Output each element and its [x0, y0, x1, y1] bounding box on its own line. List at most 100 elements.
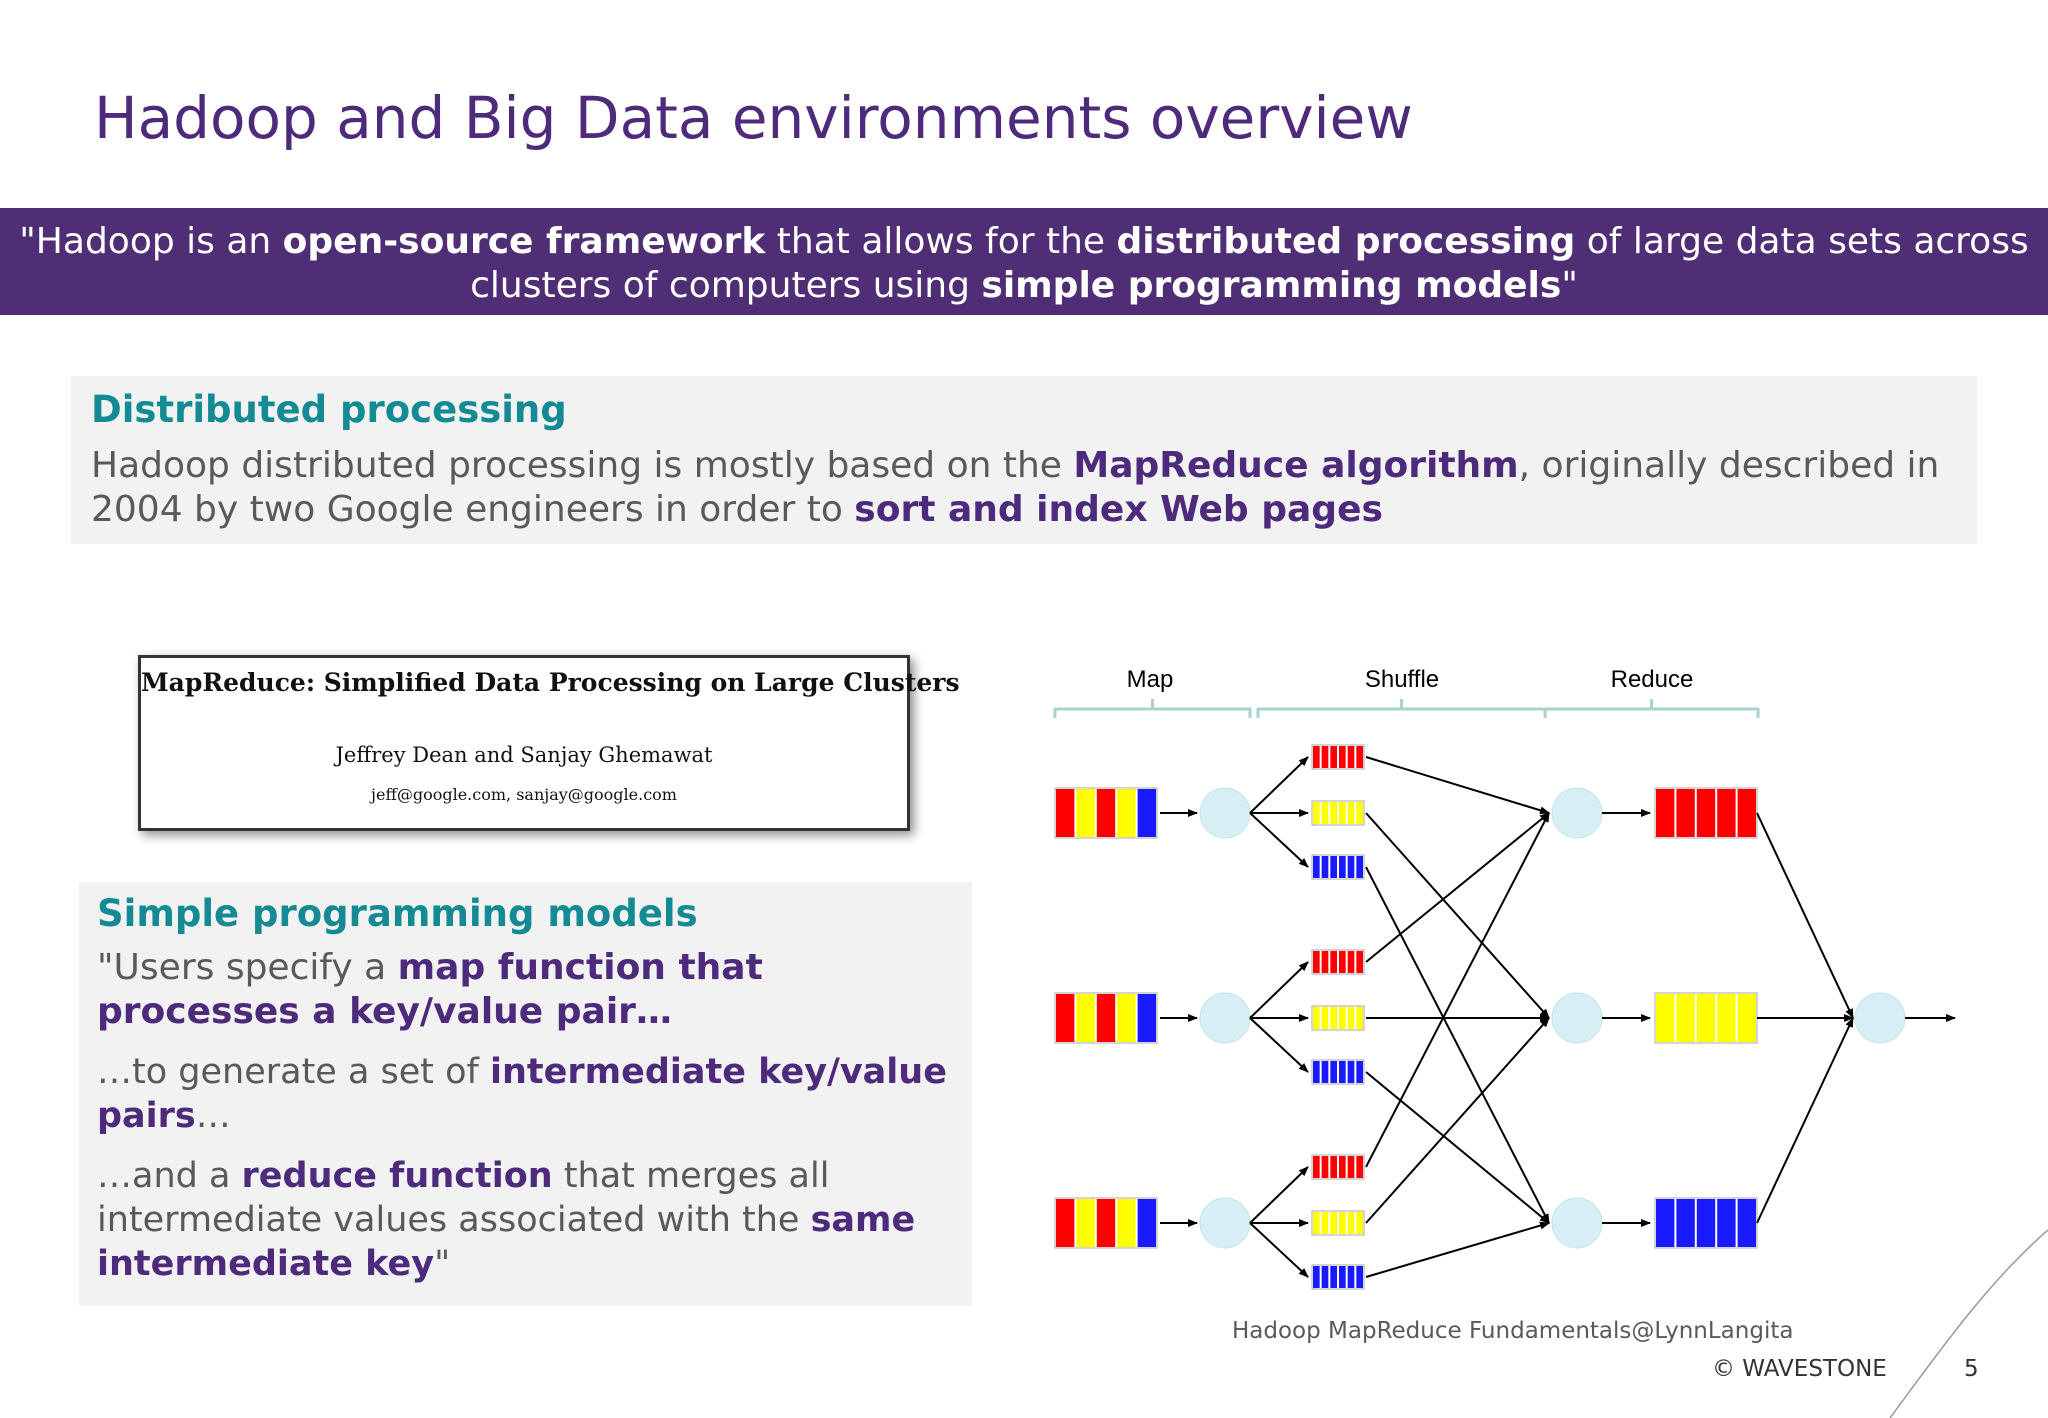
queue-cell — [1717, 1199, 1736, 1247]
queue-cell — [1356, 746, 1363, 768]
arrow — [1365, 812, 1550, 963]
queue-cell — [1330, 1007, 1337, 1029]
highlight-span: MapReduce algorithm — [1073, 445, 1519, 486]
queue-cell — [1330, 802, 1337, 824]
paper-authors: Jeffrey Dean and Sanjay Ghemawat — [335, 743, 713, 767]
stage-bracket — [1256, 699, 1547, 718]
highlight-span: sort and index Web pages — [854, 489, 1383, 530]
image-credit: Hadoop MapReduce Fundamentals@LynnLangit… — [1232, 1318, 1794, 1344]
arrow — [1365, 866, 1550, 1224]
queue-block — [1311, 854, 1365, 880]
diagram-content — [1053, 699, 1956, 1290]
paper-title: MapReduce: Simplified Data Processing on… — [141, 668, 960, 697]
queue-cell — [1347, 802, 1355, 824]
queue-block — [1311, 1264, 1365, 1290]
page-title: Hadoop and Big Data environments overvie… — [94, 84, 1413, 152]
queue-cell — [1356, 1061, 1363, 1083]
text-span: " — [434, 1244, 451, 1284]
queue-cell — [1117, 994, 1136, 1042]
reduce-node — [1551, 992, 1603, 1044]
queue-cell — [1056, 789, 1075, 837]
text-span: …to generate a set of — [97, 1052, 490, 1092]
queue-cell — [1656, 994, 1675, 1042]
text-span: "Users specify a — [97, 947, 398, 988]
queue-cell — [1339, 802, 1346, 824]
banner-text: " — [1561, 265, 1578, 306]
queue-cell — [1676, 789, 1695, 837]
copyright: © WAVESTONE — [1712, 1356, 1887, 1382]
queue-cell — [1356, 856, 1363, 878]
queue-cell — [1347, 1007, 1355, 1029]
queue-cell — [1656, 789, 1675, 837]
queue-cell — [1339, 951, 1346, 973]
highlight-span: map function that processes a key/value … — [97, 947, 763, 1032]
queue-cell — [1313, 802, 1320, 824]
mapreduce-diagram: Map Shuffle Reduce — [1053, 666, 1956, 1290]
arrow — [1365, 812, 1550, 1019]
text-span: Hadoop distributed processing is mostly … — [91, 445, 1074, 486]
queue-cell — [1313, 951, 1320, 973]
queue-cell — [1696, 1199, 1716, 1247]
highlight-span: intermediate key/value pairs — [97, 1052, 947, 1136]
queue-cell — [1321, 951, 1329, 973]
queue-cell — [1137, 994, 1156, 1042]
quote-line-1: "Users specify a map function that proce… — [97, 946, 954, 1034]
arrow — [1365, 812, 1550, 1168]
queue-cell — [1347, 746, 1355, 768]
queue-cell — [1076, 1199, 1095, 1247]
queue-cell — [1356, 802, 1363, 824]
queue-cell — [1330, 1061, 1337, 1083]
queue-cell — [1330, 856, 1337, 878]
queue-cell — [1339, 856, 1346, 878]
queue-cell — [1321, 1156, 1329, 1178]
queue-cell — [1330, 746, 1337, 768]
queue-cell — [1347, 951, 1355, 973]
queue-cell — [1356, 1007, 1363, 1029]
queue-cell — [1339, 1007, 1346, 1029]
paper-emails: jeff@google.com, sanjay@google.com — [371, 785, 677, 804]
arrow — [1249, 961, 1309, 1019]
queue-block — [1311, 744, 1365, 770]
stage-bracket — [1543, 699, 1760, 718]
paper-header-image: MapReduce: Simplified Data Processing on… — [138, 655, 960, 831]
reduce-node — [1551, 787, 1603, 839]
definition-banner: "Hadoop is an open-source framework that… — [0, 208, 2048, 315]
reduce-node — [1551, 1197, 1603, 1249]
queue-cell — [1321, 802, 1329, 824]
queue-cell — [1356, 1156, 1363, 1178]
queue-cell — [1321, 1007, 1329, 1029]
arrow — [1249, 812, 1309, 868]
banner-text: "Hadoop is an — [19, 221, 283, 262]
arrow — [1249, 756, 1309, 814]
queue-cell — [1737, 994, 1756, 1042]
banner-highlight: distributed processing — [1116, 221, 1576, 262]
queue-block — [1311, 1154, 1365, 1180]
text-span: … — [195, 1096, 231, 1136]
text-span: , originally described in 2004 by two Go… — [91, 445, 1940, 530]
stage-label-map: Map — [1127, 666, 1174, 693]
queue-cell — [1137, 789, 1156, 837]
queue-cell — [1137, 1199, 1156, 1247]
map-node — [1199, 992, 1251, 1044]
queue-cell — [1339, 746, 1346, 768]
queue-cell — [1313, 1212, 1320, 1234]
queue-cell — [1717, 789, 1736, 837]
queue-cell — [1096, 994, 1116, 1042]
queue-cell — [1347, 1061, 1355, 1083]
queue-cell — [1313, 1266, 1320, 1288]
queue-block — [1311, 800, 1365, 826]
queue-cell — [1356, 951, 1363, 973]
arrow — [1365, 1071, 1550, 1224]
queue-cell — [1330, 1212, 1337, 1234]
queue-cell — [1339, 1266, 1346, 1288]
queue-cell — [1656, 1199, 1675, 1247]
queue-cell — [1321, 856, 1329, 878]
arrow — [1365, 1221, 1550, 1278]
page-number: 5 — [1964, 1356, 1979, 1382]
queue-cell — [1356, 1212, 1363, 1234]
arrow — [1249, 1222, 1309, 1278]
banner-highlight: simple programming models — [981, 265, 1562, 306]
simple-programming-box: Simple programming models "Users specify… — [79, 882, 972, 1306]
queue-cell — [1096, 789, 1116, 837]
queue-cell — [1737, 1199, 1756, 1247]
